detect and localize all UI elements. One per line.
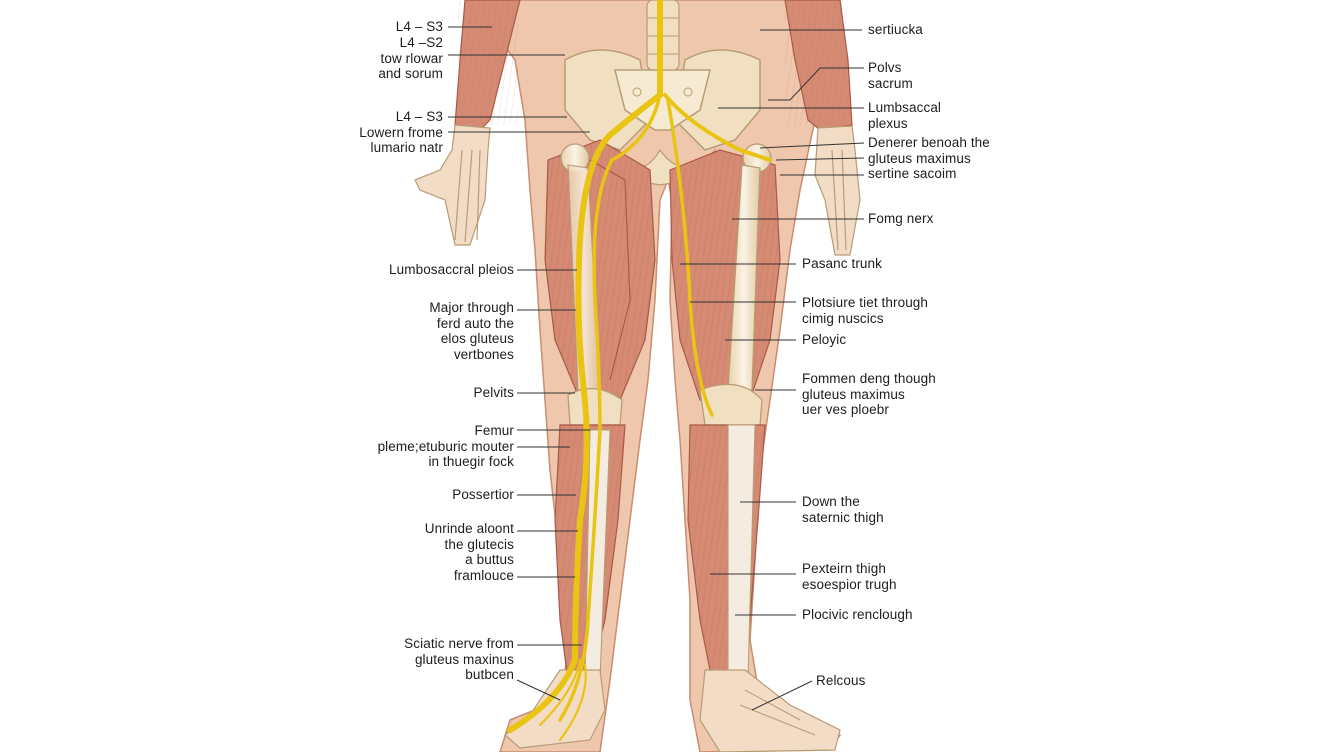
label-line: Fommen deng though: [802, 371, 936, 386]
label-left-1: L4 – S3: [396, 19, 443, 35]
label-line: uer ves ploebr: [802, 402, 889, 417]
label-line: Possertior: [452, 487, 514, 502]
label-line: elos gluteus: [440, 331, 514, 346]
label-line: Denerer benoah the: [868, 135, 990, 150]
label-line: gluteus maxinus: [414, 651, 514, 667]
label-line: Pexteirn thigh: [802, 561, 886, 576]
left-femur: [560, 143, 623, 426]
label-left-6: Pelvits: [474, 385, 514, 401]
label-line: L4 – S3: [395, 19, 443, 34]
label-line: the glutecis: [444, 536, 514, 552]
label-line: tow rlowar: [380, 50, 443, 66]
label-line: L4 – S3: [395, 109, 443, 124]
label-line: a buttus: [465, 552, 514, 567]
label-right-1: sertiucka: [868, 22, 923, 38]
label-line: sertiucka: [868, 22, 923, 37]
label-line: vertbones: [453, 346, 514, 362]
label-line: butbcen: [465, 667, 514, 682]
label-right-5: Fomg nerx: [868, 211, 933, 227]
label-line: L4 –S2: [399, 35, 443, 50]
label-line: Relcous: [816, 673, 866, 688]
right-foot: [699, 669, 841, 752]
label-line: pleme;etuburic mouter: [377, 438, 514, 454]
label-line: Major through: [429, 300, 514, 315]
label-line: Pasanc trunk: [802, 256, 882, 271]
label-line: cimig nuscics: [802, 310, 884, 326]
label-line: sertine sacoim: [868, 166, 957, 181]
label-line: Plotsiure tiet through: [802, 295, 929, 310]
label-line: Sciatic nerve from: [404, 636, 514, 651]
label-line: gluteus maximus: [868, 150, 971, 166]
label-line: Plocivic renclough: [802, 607, 913, 622]
label-right-8: Peloyic: [802, 332, 846, 348]
right-arm: [784, 0, 861, 256]
label-line: Femur: [474, 423, 514, 438]
label-line: Unrinde aloont: [424, 521, 514, 536]
label-line: framlouce: [453, 567, 514, 583]
label-line: Lumbsaccal: [868, 100, 942, 115]
leader-lines: [448, 26, 865, 711]
label-right-6: Pasanc trunk: [802, 256, 882, 272]
left-lower-leg: [554, 424, 626, 681]
label-right-12: Plocivic renclough: [802, 607, 913, 623]
label-line: Down the: [802, 494, 860, 509]
label-line: Lowern frome: [359, 124, 443, 140]
label-line: in thuegir fock: [428, 454, 514, 469]
label-line: Fomg nerx: [868, 211, 934, 226]
label-line: sacrum: [868, 75, 913, 91]
label-left-8: Possertior: [452, 487, 514, 503]
label-line: esoespior trugh: [802, 576, 897, 592]
label-line: gluteus maximus: [802, 386, 905, 402]
sciatic-nerve: [507, 0, 772, 742]
left-arm: [414, 0, 521, 246]
label-left-4: Lumbosaccral pleios: [389, 262, 514, 278]
right-femur: [699, 143, 772, 426]
label-right-13: Relcous: [816, 673, 865, 689]
label-line: ferd auto the: [436, 315, 514, 331]
label-line: and sorum: [378, 66, 443, 81]
label-line: plexus: [868, 115, 908, 131]
label-line: Peloyic: [802, 332, 847, 347]
label-line: Polvs: [868, 60, 902, 75]
label-line: Lumbosaccral pleios: [389, 262, 514, 277]
label-line: lumario natr: [370, 140, 443, 155]
label-line: saternic thigh: [802, 509, 884, 525]
label-line: Pelvits: [473, 385, 514, 400]
